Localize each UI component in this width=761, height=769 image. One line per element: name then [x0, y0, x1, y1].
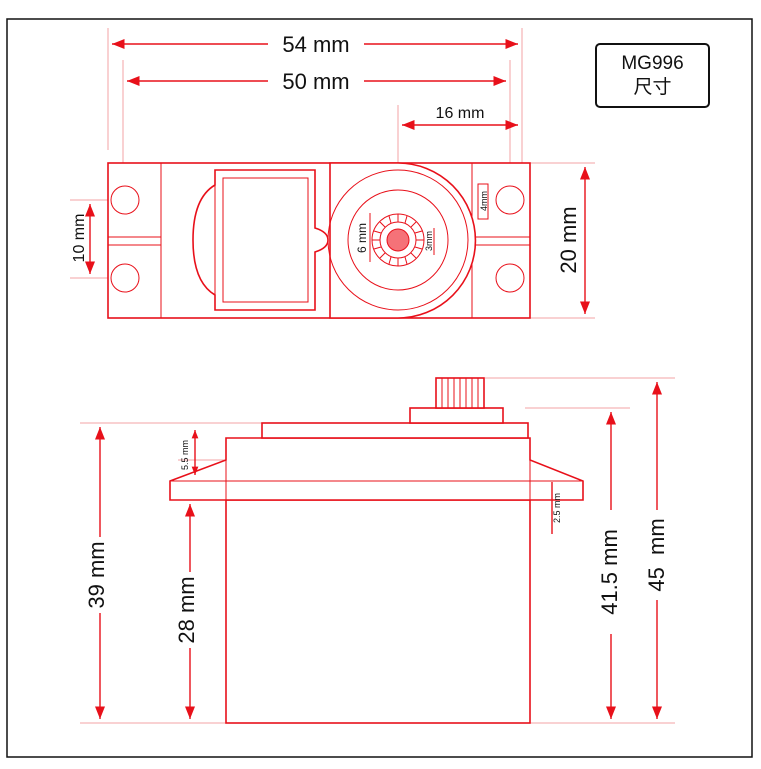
mount-hole: [495, 263, 525, 293]
label-window: [222, 177, 309, 303]
dim-3mm: 3mm: [424, 231, 434, 251]
top-cover: [261, 422, 529, 439]
dim-41-5mm: 41.5 mm: [597, 529, 622, 615]
model-badge: MG996 尺寸: [595, 43, 710, 108]
output-spline: [386, 228, 410, 252]
mount-hole: [495, 185, 525, 215]
servo-body: [225, 499, 531, 724]
dim-39mm: 39 mm: [84, 541, 109, 608]
top-view: 54 mm 50 mm 16 mm 20 mm 10 mm 4mm 6 mm 3…: [70, 28, 595, 319]
dim-6mm: 6 mm: [355, 223, 369, 253]
mount-hole: [110, 185, 140, 215]
dim-2-5mm: 2.5 mm: [552, 493, 562, 523]
badge-subtitle: 尺寸: [633, 76, 672, 98]
dim-10mm: 10 mm: [71, 214, 88, 263]
model-name: MG996: [621, 52, 684, 74]
page-frame: [6, 18, 753, 758]
spline-teeth: [372, 214, 424, 266]
mounting-flange: [169, 437, 584, 501]
dim-16mm: 16 mm: [436, 105, 485, 122]
mount-hole: [110, 263, 140, 293]
dim-5-5mm: 5.5 mm: [180, 440, 190, 470]
dim-28mm: 28 mm: [174, 576, 199, 643]
dim-4mm: 4mm: [479, 191, 489, 211]
dim-45mm: 45 mm: [644, 518, 669, 591]
gear-housing: [409, 407, 504, 424]
side-view: 39 mm 28 mm 5.5 mm 2.5 mm 41.5 mm 45 mm: [80, 377, 675, 724]
spline-ring: [347, 189, 449, 291]
gear-boss: [327, 169, 469, 311]
dim-20mm: 20 mm: [556, 206, 581, 273]
dim-54mm: 54 mm: [282, 32, 349, 57]
dim-50mm: 50 mm: [282, 69, 349, 94]
